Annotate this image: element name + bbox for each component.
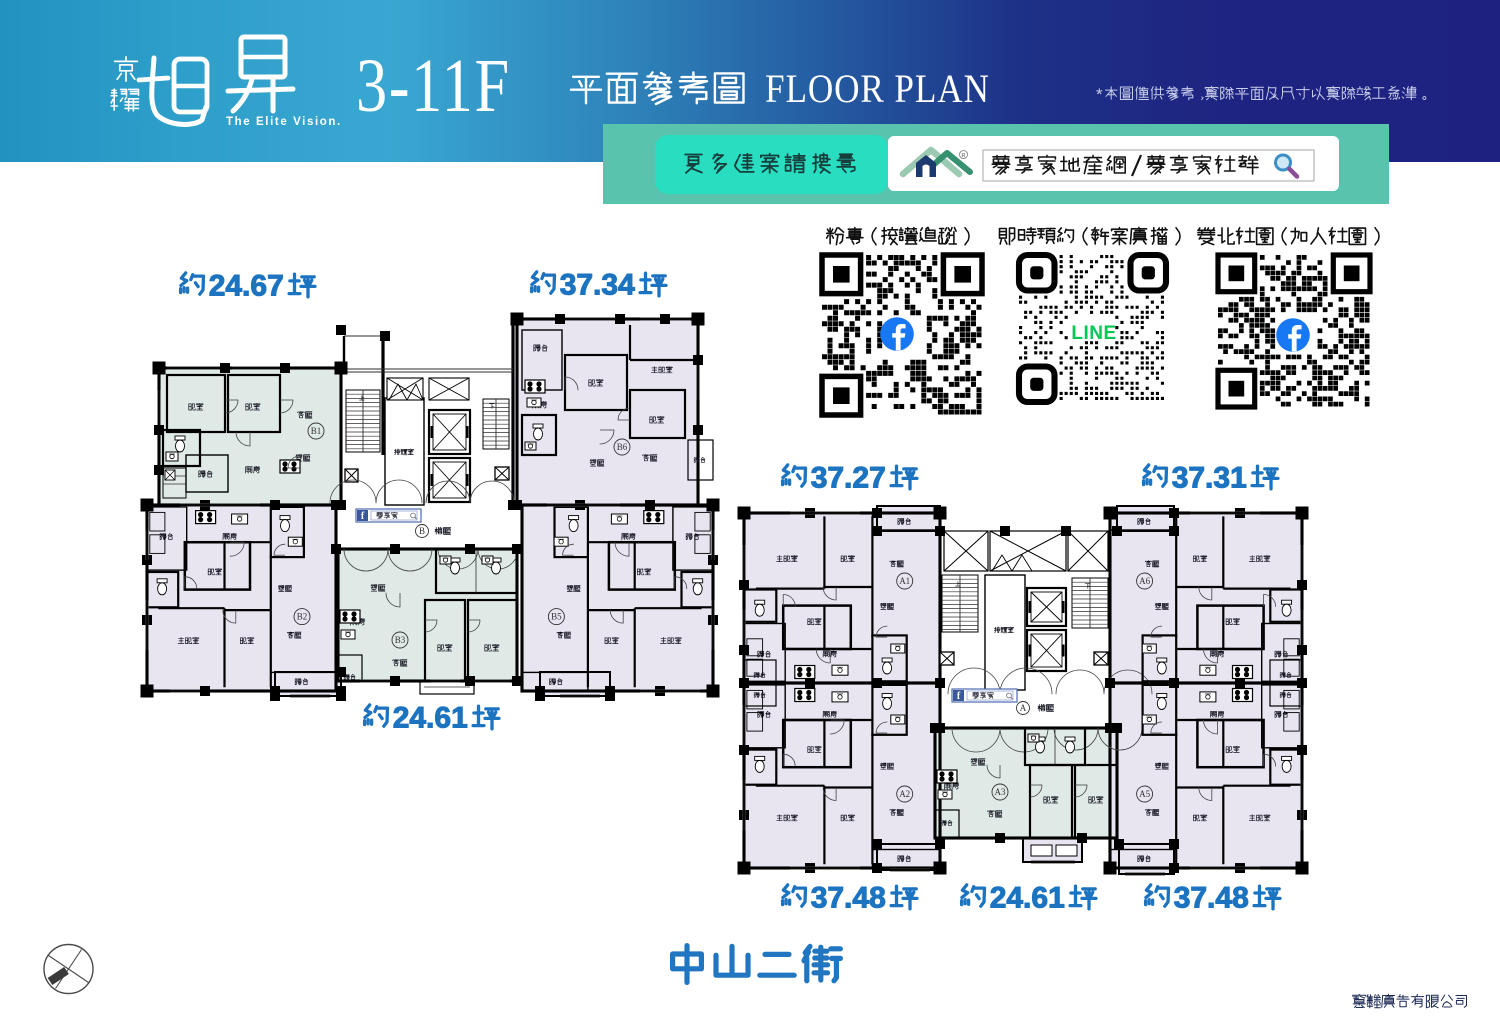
svg-text:A5: A5 (1139, 789, 1150, 799)
svg-text:A1: A1 (899, 576, 910, 586)
svg-text:A2: A2 (899, 789, 910, 799)
svg-text:24.61: 24.61 (393, 702, 468, 735)
svg-text:R: R (962, 153, 966, 159)
svg-text:A: A (1020, 703, 1027, 713)
svg-text:B1: B1 (311, 426, 322, 436)
svg-text:24.67: 24.67 (209, 270, 284, 303)
svg-text:37.34: 37.34 (560, 269, 635, 302)
svg-text:B3: B3 (395, 635, 406, 645)
svg-text:f: f (361, 511, 365, 522)
svg-text:37.27: 37.27 (811, 462, 886, 495)
svg-text:37.48: 37.48 (1174, 882, 1249, 915)
svg-text:B5: B5 (551, 612, 562, 622)
svg-text:A3: A3 (995, 787, 1006, 797)
svg-text:*: * (1096, 85, 1103, 104)
svg-text:FLOOR PLAN: FLOOR PLAN (765, 67, 990, 112)
svg-text:24.61: 24.61 (990, 882, 1065, 915)
svg-text:B: B (419, 526, 425, 536)
svg-text:3-11F: 3-11F (356, 44, 511, 128)
svg-text:LINE: LINE (1071, 323, 1116, 344)
svg-text:A6: A6 (1139, 576, 1150, 586)
svg-text:37.48: 37.48 (811, 882, 886, 915)
svg-text:37.31: 37.31 (1172, 462, 1247, 495)
svg-text:f: f (957, 691, 961, 702)
svg-text:B2: B2 (297, 612, 308, 622)
svg-text:The Elite Vision.: The Elite Vision. (226, 116, 342, 128)
svg-text:B6: B6 (617, 442, 628, 452)
